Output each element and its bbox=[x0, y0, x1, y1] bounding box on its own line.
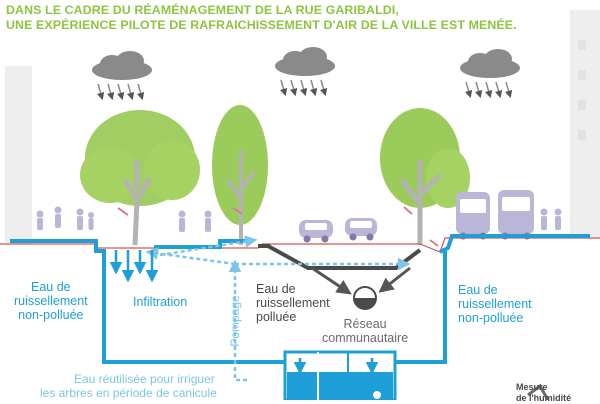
label-infiltration: Infiltration bbox=[133, 295, 188, 309]
label-right-runoff-clean: Eau de ruissellement non-polluée bbox=[458, 283, 532, 325]
sewer-network-icon bbox=[353, 286, 377, 310]
humidity-sensor-icon bbox=[527, 383, 550, 400]
label-left-runoff-clean: Eau de ruissellement non-polluée bbox=[14, 280, 88, 322]
label-reused-water: Eau réutilisée pour irriguer les arbres … bbox=[40, 372, 217, 400]
background-buildings bbox=[5, 10, 600, 244]
car-icon bbox=[299, 220, 333, 243]
label-polluted-runoff: Eau de ruissellement polluée bbox=[256, 282, 330, 324]
headline: DANS LE CADRE DU RÉAMÉNAGEMENT DE LA RUE… bbox=[6, 3, 596, 33]
label-community-network: Réseau communautaire bbox=[322, 317, 409, 345]
pedestrian-icon bbox=[36, 206, 562, 232]
bus-icon bbox=[456, 192, 490, 240]
label-humidity-measure: Mesure de l'humidité bbox=[516, 382, 572, 403]
rain-cloud-icon bbox=[275, 47, 335, 97]
headline-line-2: UNE EXPÉRIENCE PILOTE DE RAFRAICHISSEMEN… bbox=[6, 18, 517, 32]
storage-tank bbox=[283, 350, 397, 400]
left-drainage-channel bbox=[10, 239, 290, 364]
rain-cloud-icon bbox=[460, 49, 520, 99]
tree-icon bbox=[80, 110, 200, 246]
sensor-icon bbox=[117, 206, 439, 247]
polluted-flow-arrows bbox=[311, 266, 411, 295]
left-building bbox=[5, 66, 32, 244]
headline-line-1: DANS LE CADRE DU RÉAMÉNAGEMENT DE LA RUE… bbox=[6, 3, 399, 17]
infiltration-arrows bbox=[109, 250, 159, 283]
pumping-circuit bbox=[145, 235, 411, 382]
rain-cloud-icon bbox=[92, 51, 152, 101]
bus-icon bbox=[498, 190, 534, 240]
label-pumping: Pompage bbox=[228, 295, 242, 347]
car-icon bbox=[345, 218, 377, 241]
tree-icon bbox=[212, 105, 268, 245]
